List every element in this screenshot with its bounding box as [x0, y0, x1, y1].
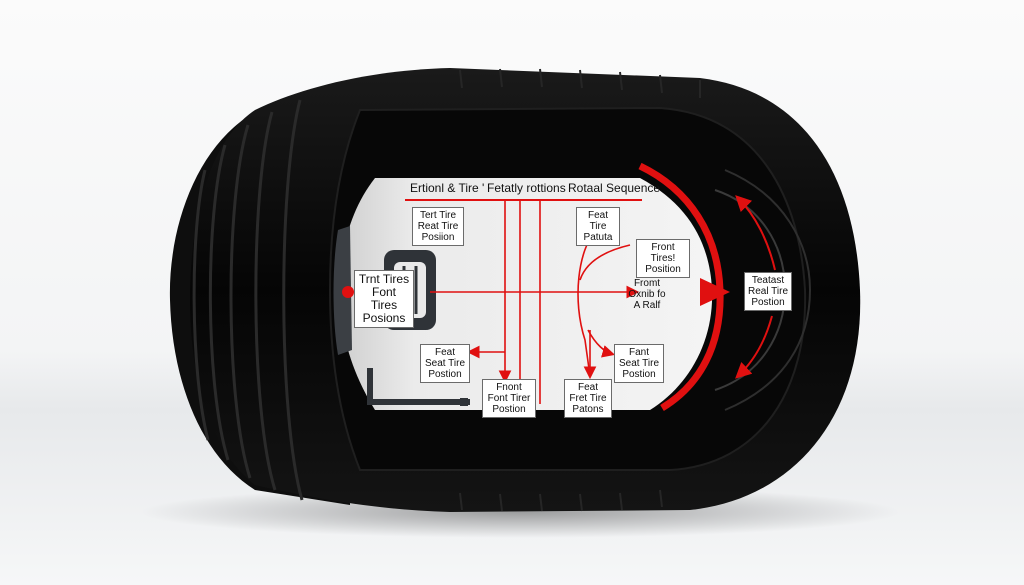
right-sidewall-arc-outer	[724, 169, 812, 411]
header-part-2: Fetatly rottions	[487, 181, 566, 195]
label-top-center: Feat Tire Patuta	[576, 207, 620, 246]
label-center-text: Fromt Oxnib fo A Ralf	[628, 278, 666, 311]
label-front-tires: Front Tires! Position	[636, 239, 690, 278]
far-right-arrow-down	[735, 315, 773, 379]
tread-grooves	[192, 99, 304, 501]
label-far-right: Teatast Real Tire Postion	[744, 272, 792, 311]
label-bottom-center: Fnont Font Tirer Postion	[482, 379, 536, 418]
header-part-3: Rotaal Sequence	[568, 181, 661, 195]
label-lower-left: Feat Seat Tire Postion	[420, 344, 470, 383]
label-left-main: Trnt Tires Font Tires Posions	[354, 270, 414, 328]
header-part-1: Ertionl & Tire '	[410, 181, 485, 195]
label-bottom-right: Feat Fret Tire Patons	[564, 379, 612, 418]
label-left-top: Tert Tire Reat Tire Posiion	[412, 207, 464, 246]
label-right-mid: Fant Seat Tire Postion	[614, 344, 664, 383]
far-right-arrow-up	[735, 195, 776, 271]
red-arrow-head	[700, 278, 730, 306]
panel-bottom-bracket	[367, 368, 470, 405]
tread-blocks-top	[459, 68, 701, 512]
red-position-dot	[342, 286, 354, 298]
